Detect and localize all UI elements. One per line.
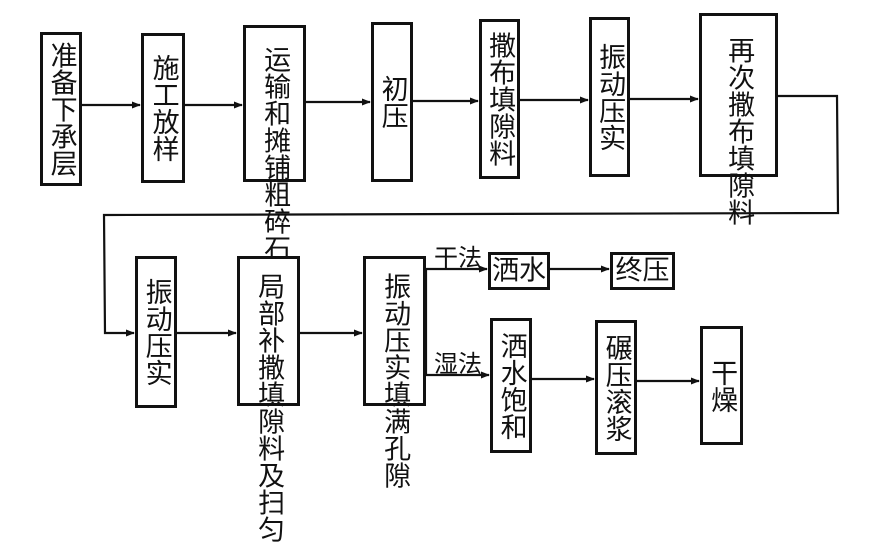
- step-label: 振动压实: [140, 278, 172, 386]
- step-transport-spread-aggregate: 运输和摊铺粗碎石: [243, 25, 306, 262]
- step-prepare-subbase: 准备下承层: [40, 32, 82, 186]
- step-initial-compaction: 初压: [371, 22, 413, 182]
- step-label: 运输和摊铺粗碎石: [259, 45, 291, 262]
- flow-arrows: [82, 94, 840, 385]
- step-spread-filler: 撒布填隙料: [479, 19, 520, 179]
- construction-flowchart: 准备下承层 施工放样 运输和摊铺粗碎石 初压 撒布填隙料 振动压实 再次撒布填隙…: [40, 13, 840, 543]
- step-label: 干燥: [706, 358, 738, 413]
- step-local-resupply-sweep: 局部补撒填隙料及扫匀: [237, 256, 300, 543]
- step-label: 施工放样: [147, 54, 179, 162]
- step-final-compaction: 终压: [610, 252, 675, 290]
- wet-method-label: 湿法: [434, 350, 482, 378]
- dry-method-label: 干法: [434, 244, 482, 272]
- step-vibratory-compaction-2: 振动压实: [135, 256, 177, 408]
- step-label: 准备下承层: [45, 41, 77, 177]
- step-label: 振动压实: [594, 43, 626, 151]
- step-vibratory-compaction-1: 振动压实: [589, 17, 630, 177]
- arrow-row-wrap: [102, 94, 840, 337]
- arrow-split-wet: [424, 331, 490, 379]
- step-label: 碾压滚浆: [600, 333, 632, 442]
- step-setting-out: 施工放样: [141, 33, 185, 183]
- step-label: 洒水饱和: [495, 331, 527, 440]
- step-label: 局部补撒填隙料及扫匀: [253, 272, 285, 543]
- arrow-split-dry: [424, 265, 488, 331]
- step-label: 洒水: [492, 255, 546, 287]
- step-label: 振动压实填满孔隙: [379, 272, 411, 489]
- step-water-saturation: 洒水饱和: [490, 318, 532, 453]
- step-label: 终压: [615, 255, 670, 287]
- step-spread-filler-again: 再次撒布填隙料: [699, 13, 778, 226]
- step-drying: 干燥: [700, 326, 743, 445]
- step-dry-watering: 洒水: [488, 252, 550, 290]
- step-label: 初压: [376, 75, 408, 129]
- step-roll-slurry: 碾压滚浆: [595, 320, 637, 455]
- step-label: 撒布填隙料: [484, 31, 516, 167]
- step-vibrate-fill-voids: 振动压实填满孔隙: [363, 256, 426, 489]
- step-label: 再次撒布填隙料: [723, 36, 755, 226]
